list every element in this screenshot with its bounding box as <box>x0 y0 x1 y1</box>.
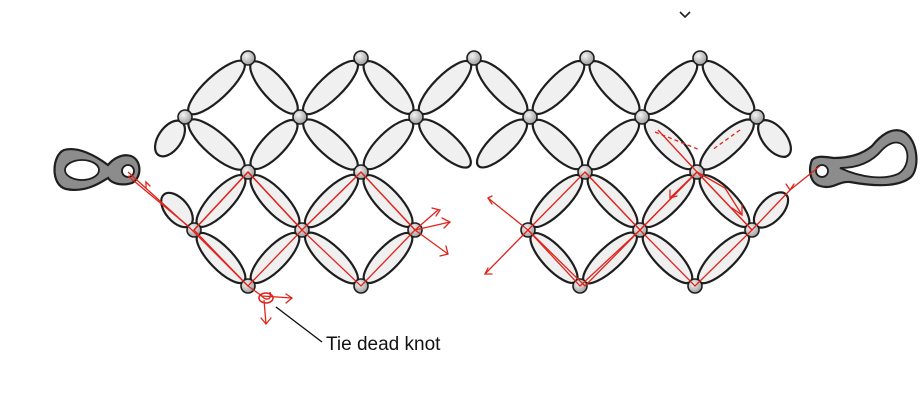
long-bead <box>362 118 415 171</box>
knot-icon <box>258 291 274 304</box>
round-bead <box>579 50 595 66</box>
thread-arrow <box>431 207 442 217</box>
thread-arrow <box>669 189 678 199</box>
long-bead <box>302 59 359 116</box>
thread-arrow <box>785 183 795 192</box>
long-bead <box>187 118 246 171</box>
ring-clasp-icon <box>53 148 141 191</box>
thread-path <box>193 171 416 231</box>
thread-path-dashed <box>654 129 741 151</box>
corner-mark <box>679 11 691 19</box>
thread-arrow <box>285 293 294 304</box>
long-bead <box>249 60 299 115</box>
thread-arrow <box>145 180 151 189</box>
round-bead <box>692 50 708 66</box>
thread-arrow <box>439 245 449 257</box>
thread-path <box>584 171 753 231</box>
annotation-label: Tie dead knot <box>326 334 441 355</box>
long-bead <box>302 118 359 171</box>
round-bead <box>177 109 193 125</box>
round-bead <box>749 109 765 125</box>
round-bead <box>408 109 424 125</box>
thread-path-layer <box>127 129 821 326</box>
thread-arrow <box>260 317 272 326</box>
thread-path <box>669 171 698 199</box>
long-bead <box>418 118 472 169</box>
thread-path <box>414 229 449 255</box>
long-bead <box>475 60 529 115</box>
long-bead <box>588 60 641 115</box>
thread-path <box>414 221 451 231</box>
thread-arrow <box>441 217 452 229</box>
long-bead <box>187 59 246 116</box>
thread-arrow <box>483 267 493 275</box>
thread-path <box>263 299 267 325</box>
annotation-leader-line <box>275 306 323 343</box>
long-bead <box>531 59 586 116</box>
lobster-clasp-icon <box>809 129 918 189</box>
long-bead <box>699 118 755 171</box>
round-bead <box>292 109 308 125</box>
round-bead <box>466 50 482 66</box>
long-bead <box>701 59 756 116</box>
thread-path <box>414 209 439 231</box>
thread-path <box>127 175 189 227</box>
long-bead <box>643 59 699 116</box>
long-bead <box>362 60 415 115</box>
thread-path <box>657 129 698 173</box>
long-bead <box>586 118 641 171</box>
long-bead <box>531 118 584 171</box>
thread-path <box>527 171 641 287</box>
thread-arrow <box>487 195 493 205</box>
round-bead <box>634 109 650 125</box>
thread-path <box>484 197 529 275</box>
thread-path <box>696 171 743 216</box>
long-bead <box>417 59 473 116</box>
thread-arrow <box>731 204 743 217</box>
round-bead <box>522 109 538 125</box>
round-bead <box>240 50 256 66</box>
round-bead <box>353 50 369 66</box>
